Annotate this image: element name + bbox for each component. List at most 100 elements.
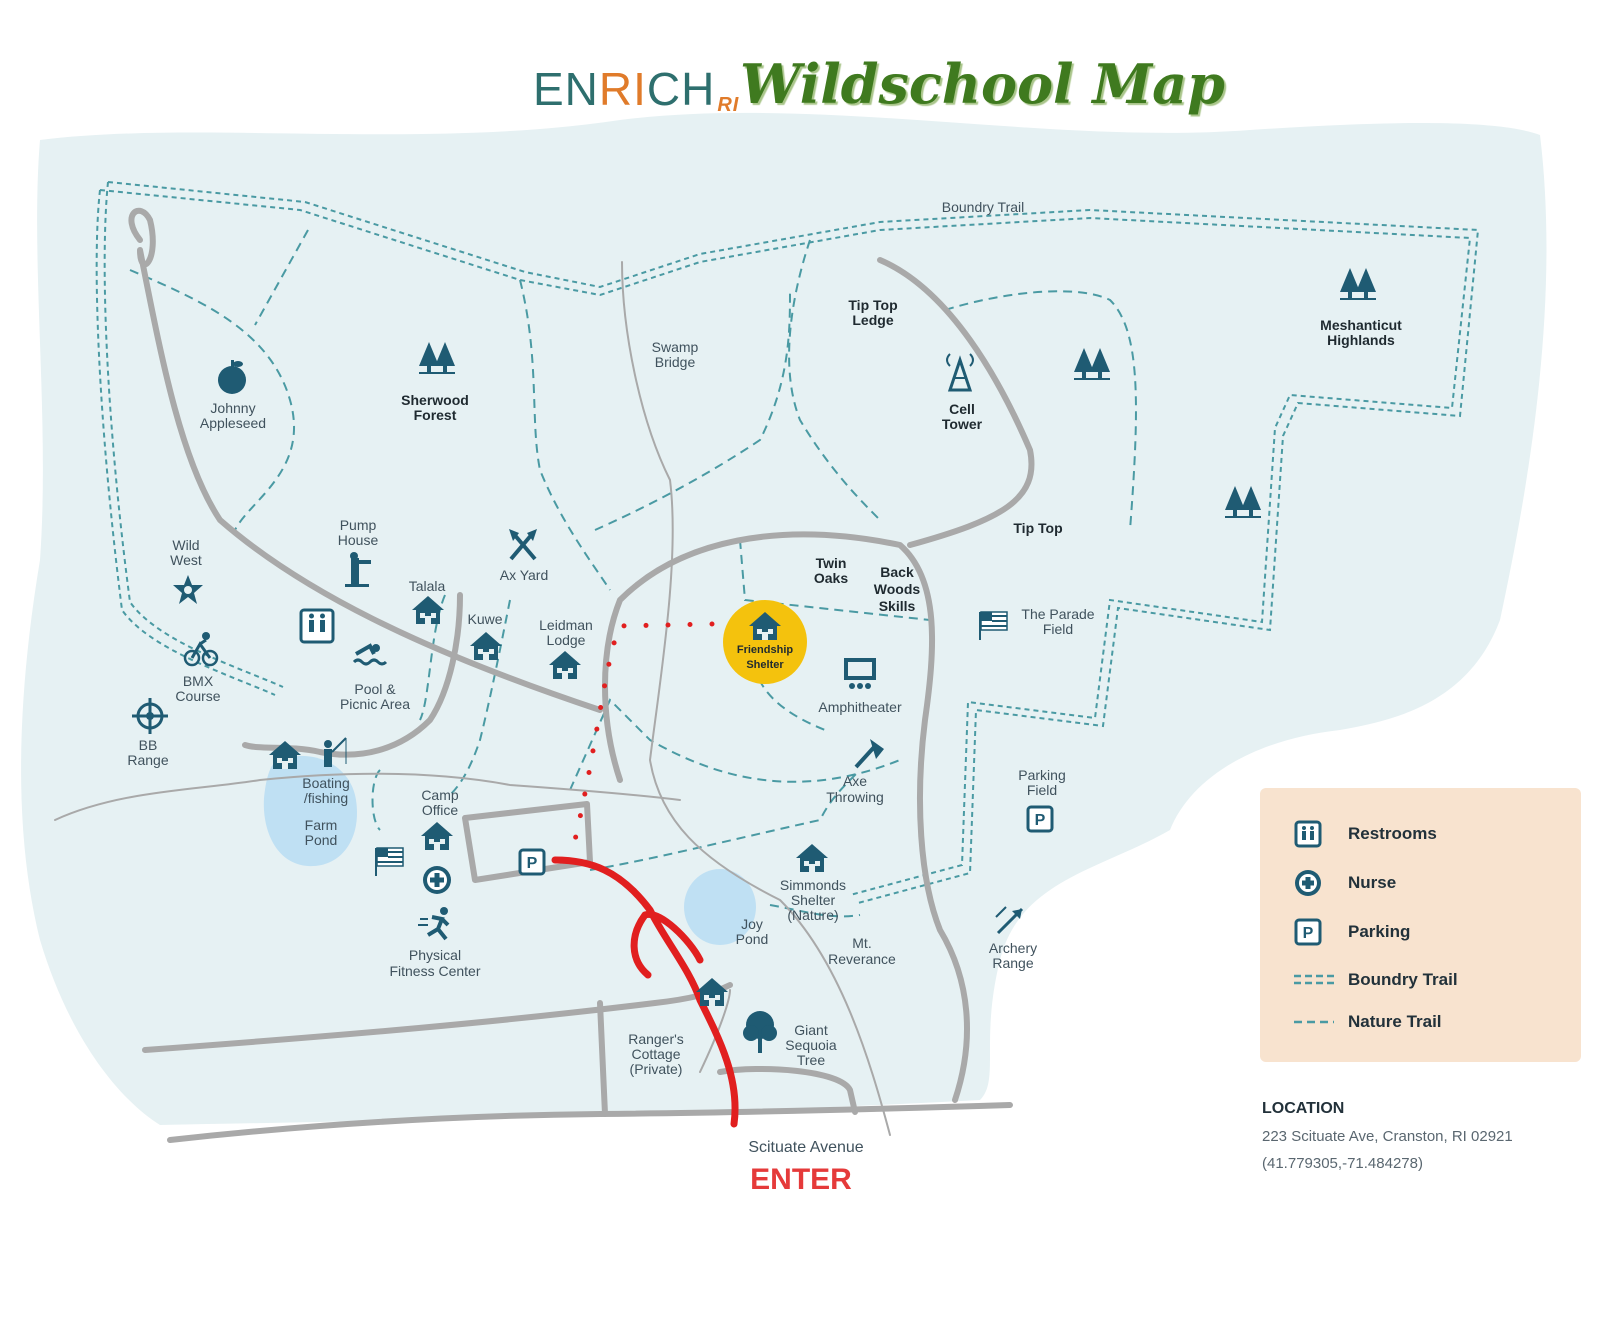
location-coordinates: (41.779305,-71.484278) bbox=[1262, 1155, 1423, 1172]
parking-icon bbox=[518, 848, 546, 876]
label-twin-oaks: Oaks bbox=[814, 570, 848, 586]
nurse-icon bbox=[423, 866, 451, 894]
cell-tower-icon bbox=[946, 353, 974, 392]
label-pool-picnic: Pool & bbox=[354, 681, 396, 697]
label-amphitheater: Amphitheater bbox=[818, 699, 902, 715]
label-enter: ENTER bbox=[750, 1163, 852, 1196]
label-giant-sequoia: Sequoia bbox=[785, 1037, 837, 1053]
label-boating-fishing: /fishing bbox=[304, 790, 348, 806]
ax-yard-icon bbox=[509, 529, 537, 561]
label-parade-field: Field bbox=[1043, 621, 1073, 637]
label-back-woods-skills: Woods bbox=[874, 581, 921, 597]
legend: Restrooms Nurse P Parking Boundry Trail … bbox=[1260, 788, 1581, 1062]
label-sherwood-forest: Sherwood bbox=[401, 392, 469, 408]
label-sherwood-forest: Forest bbox=[414, 407, 457, 423]
label-pump-house: Pump bbox=[340, 517, 377, 533]
label-friendship-shelter: Shelter bbox=[746, 659, 784, 671]
label-pump-house: House bbox=[338, 532, 379, 548]
label-farm-pond: Pond bbox=[305, 832, 338, 848]
label-ranger-cottage: Cottage bbox=[631, 1046, 680, 1062]
label-twin-oaks: Twin bbox=[816, 555, 847, 571]
label-johnny-appleseed: Johnny bbox=[210, 400, 255, 416]
joy-pond bbox=[684, 869, 756, 945]
label-simmonds-shelter: Shelter bbox=[791, 892, 836, 908]
label-axe-throwing: Throwing bbox=[826, 789, 884, 805]
label-leidman-lodge: Leidman bbox=[539, 617, 593, 633]
label-camp-office: Office bbox=[422, 802, 459, 818]
label-tip-top-ledge: Ledge bbox=[852, 312, 893, 328]
label-pool-picnic: Picnic Area bbox=[340, 696, 410, 712]
label-physical-fitness: Fitness Center bbox=[389, 963, 480, 979]
label-wild-west: Wild bbox=[172, 537, 199, 553]
label-camp-office: Camp bbox=[421, 787, 459, 803]
fitness-icon bbox=[418, 907, 450, 941]
label-scituate-avenue: Scituate Avenue bbox=[748, 1139, 863, 1156]
apple-icon bbox=[218, 360, 246, 394]
label-joy-pond: Pond bbox=[736, 931, 769, 947]
roads bbox=[128, 207, 1035, 1143]
label-giant-sequoia: Giant bbox=[794, 1022, 828, 1038]
label-archery-range: Archery bbox=[989, 940, 1037, 956]
axe-icon bbox=[854, 739, 884, 769]
label-axe-throwing: Axe bbox=[843, 773, 867, 789]
bb-range-icon bbox=[132, 698, 168, 734]
label-simmonds-shelter: Simmonds bbox=[780, 877, 846, 893]
location-address: 223 Scituate Ave, Cranston, RI 02921 bbox=[1262, 1128, 1513, 1145]
label-bmx-course: BMX bbox=[183, 673, 214, 689]
nature-trail-swatch bbox=[1294, 1020, 1334, 1024]
pump-house-icon bbox=[345, 552, 371, 587]
bmx-icon bbox=[183, 632, 219, 667]
legend-parking-label: Parking bbox=[1348, 922, 1411, 941]
label-back-woods-skills: Back bbox=[880, 564, 914, 580]
label-joy-pond: Joy bbox=[741, 916, 763, 932]
label-boundry-trail: Boundry Trail bbox=[942, 199, 1024, 215]
label-talala: Talala bbox=[409, 578, 446, 594]
label-simmonds-shelter: (Nature) bbox=[787, 907, 838, 923]
label-bb-range: Range bbox=[127, 752, 168, 768]
label-tip-top: Tip Top bbox=[1013, 520, 1062, 536]
label-farm-pond: Farm bbox=[305, 817, 338, 833]
friendship-highlight bbox=[723, 600, 807, 684]
archery-icon bbox=[995, 906, 1024, 935]
label-archery-range: Range bbox=[992, 955, 1033, 971]
label-johnny-appleseed: Appleseed bbox=[200, 415, 266, 431]
wild-west-icon bbox=[173, 575, 203, 604]
legend-nature-label: Nature Trail bbox=[1348, 1012, 1442, 1031]
label-parking-field: Parking bbox=[1018, 767, 1065, 783]
label-kuwe: Kuwe bbox=[467, 611, 502, 627]
parking-icon: P bbox=[1294, 918, 1322, 946]
amphitheater-icon bbox=[844, 658, 876, 689]
label-parking-field: Field bbox=[1027, 782, 1057, 798]
label-mt-reverance: Mt. bbox=[852, 935, 871, 951]
label-physical-fitness: Physical bbox=[409, 947, 461, 963]
parking-letter: P bbox=[1303, 925, 1314, 942]
label-ax-yard: Ax Yard bbox=[500, 567, 549, 583]
label-mt-reverance: Reverance bbox=[828, 951, 896, 967]
boundry-trail bbox=[95, 181, 1480, 904]
boundry-trail-swatch bbox=[1294, 974, 1334, 985]
label-parade-field: The Parade bbox=[1021, 606, 1094, 622]
location-block: LOCATION 223 Scituate Ave, Cranston, RI … bbox=[1262, 1100, 1513, 1172]
nurse-icon bbox=[1295, 870, 1321, 896]
location-heading: LOCATION bbox=[1262, 1100, 1345, 1117]
label-friendship-shelter: Friendship bbox=[737, 644, 794, 656]
label-ranger-cottage: Ranger's bbox=[628, 1031, 684, 1047]
label-ranger-cottage: (Private) bbox=[630, 1061, 683, 1077]
label-giant-sequoia: Tree bbox=[797, 1052, 825, 1068]
label-leidman-lodge: Lodge bbox=[547, 632, 586, 648]
parking-icon bbox=[1026, 805, 1054, 833]
nature-trail bbox=[129, 229, 1137, 918]
sequoia-tree-icon bbox=[743, 1011, 777, 1053]
legend-nurse-label: Nurse bbox=[1348, 873, 1397, 892]
label-boating-fishing: Boating bbox=[302, 775, 349, 791]
label-cell-tower: Tower bbox=[942, 416, 983, 432]
legend-restrooms-label: Restrooms bbox=[1348, 824, 1437, 843]
label-swamp-bridge: Swamp bbox=[652, 339, 699, 355]
fishing-icon bbox=[324, 737, 347, 767]
minor-paths bbox=[54, 261, 891, 1136]
label-meshanticut: Meshanticut bbox=[1320, 317, 1402, 333]
label-meshanticut: Highlands bbox=[1327, 332, 1395, 348]
